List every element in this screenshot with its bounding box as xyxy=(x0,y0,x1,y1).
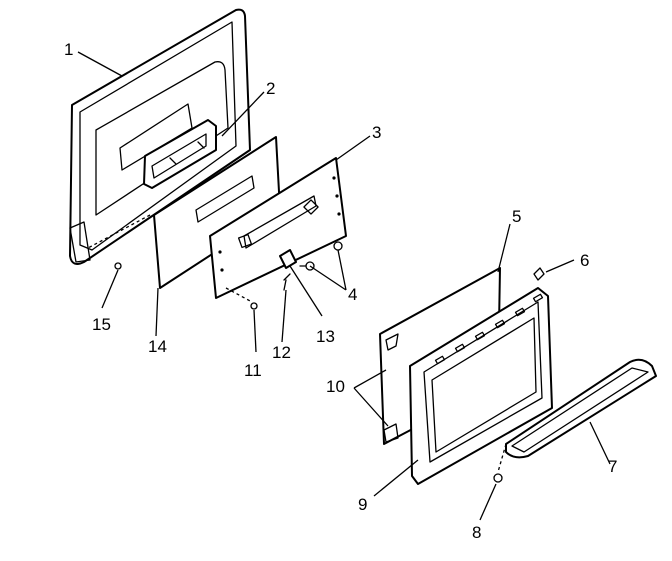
clip-6 xyxy=(533,267,545,281)
inner-door-liner xyxy=(209,157,347,299)
hinge-bracket xyxy=(279,249,297,269)
callout-15: 15 xyxy=(92,315,111,334)
callout-4: 4 xyxy=(348,285,357,304)
screw-8 xyxy=(493,443,507,483)
callout-3: 3 xyxy=(372,123,381,142)
callout-8: 8 xyxy=(472,523,481,542)
leader-lines xyxy=(77,51,611,521)
door-handle xyxy=(143,119,217,189)
frame-slots xyxy=(434,293,544,365)
callout-13: 13 xyxy=(316,327,335,346)
callout-2: 2 xyxy=(266,79,275,98)
door-trim-bar xyxy=(505,358,657,459)
callout-11: 11 xyxy=(244,361,262,380)
callout-1: 1 xyxy=(64,40,73,59)
door-frame xyxy=(409,287,553,485)
callout-5: 5 xyxy=(512,207,521,226)
screw-12 xyxy=(283,273,291,291)
outer-door-panel xyxy=(69,8,251,265)
callout-9: 9 xyxy=(358,495,367,514)
screw-11 xyxy=(225,287,258,310)
screw-set xyxy=(299,241,343,271)
callout-12: 12 xyxy=(272,343,291,362)
screw-15 xyxy=(87,214,151,270)
callout-7: 7 xyxy=(608,457,617,476)
callout-14: 14 xyxy=(148,337,167,356)
callout-10: 10 xyxy=(326,377,345,396)
callout-6: 6 xyxy=(580,251,589,270)
